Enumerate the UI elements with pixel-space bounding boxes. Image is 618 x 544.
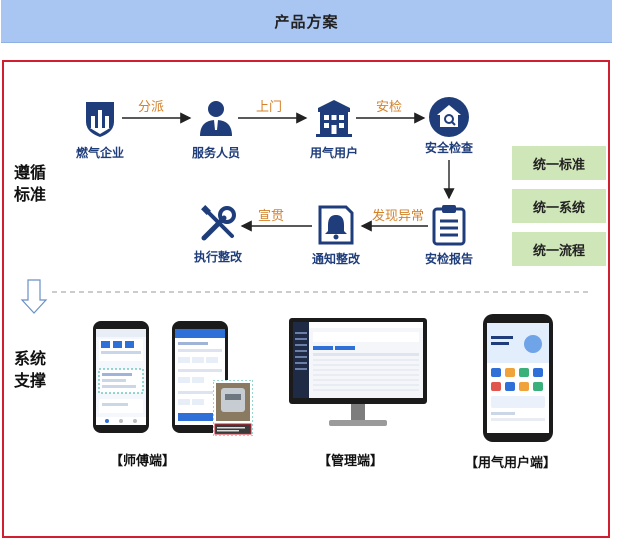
- node-safety-check: 安全检查: [424, 141, 473, 155]
- safety-check-icon: [429, 97, 469, 137]
- gas-company-icon: [86, 102, 114, 137]
- device-label-user: 【用气用户端】: [465, 456, 557, 471]
- device-label-admin: 【管理端】: [318, 454, 384, 469]
- service-staff-icon: [200, 101, 232, 136]
- diagram-frame: [2, 60, 610, 538]
- device-label-master: 【师傅端】: [110, 454, 176, 469]
- down-arrow-icon: [20, 279, 48, 314]
- inspection-report-icon: [432, 205, 466, 246]
- edge-find-abnormal-label: 发现异常: [372, 209, 425, 224]
- edge-visit-label: 上门: [256, 100, 283, 115]
- node-rectify-notice: 通知整改: [311, 252, 360, 266]
- gas-user-building-icon: [316, 100, 352, 137]
- rectify-notice-icon: [318, 205, 354, 245]
- wrench-screwdriver-icon: [201, 205, 236, 241]
- gas-meter-photo: [213, 380, 253, 436]
- page-title: 产品方案: [1, 0, 612, 43]
- node-gas-company: 燃气企业: [75, 146, 124, 160]
- user-app-phone: [483, 314, 553, 442]
- edge-publicize-label: 宣贯: [258, 209, 285, 224]
- node-execute-rectify: 执行整改: [193, 250, 242, 264]
- edge-inspect-label: 安检: [376, 100, 403, 115]
- node-service-staff: 服务人员: [191, 146, 240, 160]
- master-app-phone-1: [93, 321, 149, 433]
- section-support-label: 系统支撑: [14, 349, 47, 390]
- node-gas-user: 用气用户: [309, 146, 358, 160]
- admin-monitor: [289, 318, 427, 426]
- node-inspection-report: 安检报告: [424, 252, 473, 266]
- standard-box-1: 统一标准: [512, 146, 606, 180]
- standard-box-3: 统一流程: [512, 232, 606, 266]
- edge-dispatch-label: 分派: [138, 100, 165, 115]
- section-standards-label: 遵循标准: [14, 163, 47, 204]
- standard-box-2: 统一系统: [512, 189, 606, 223]
